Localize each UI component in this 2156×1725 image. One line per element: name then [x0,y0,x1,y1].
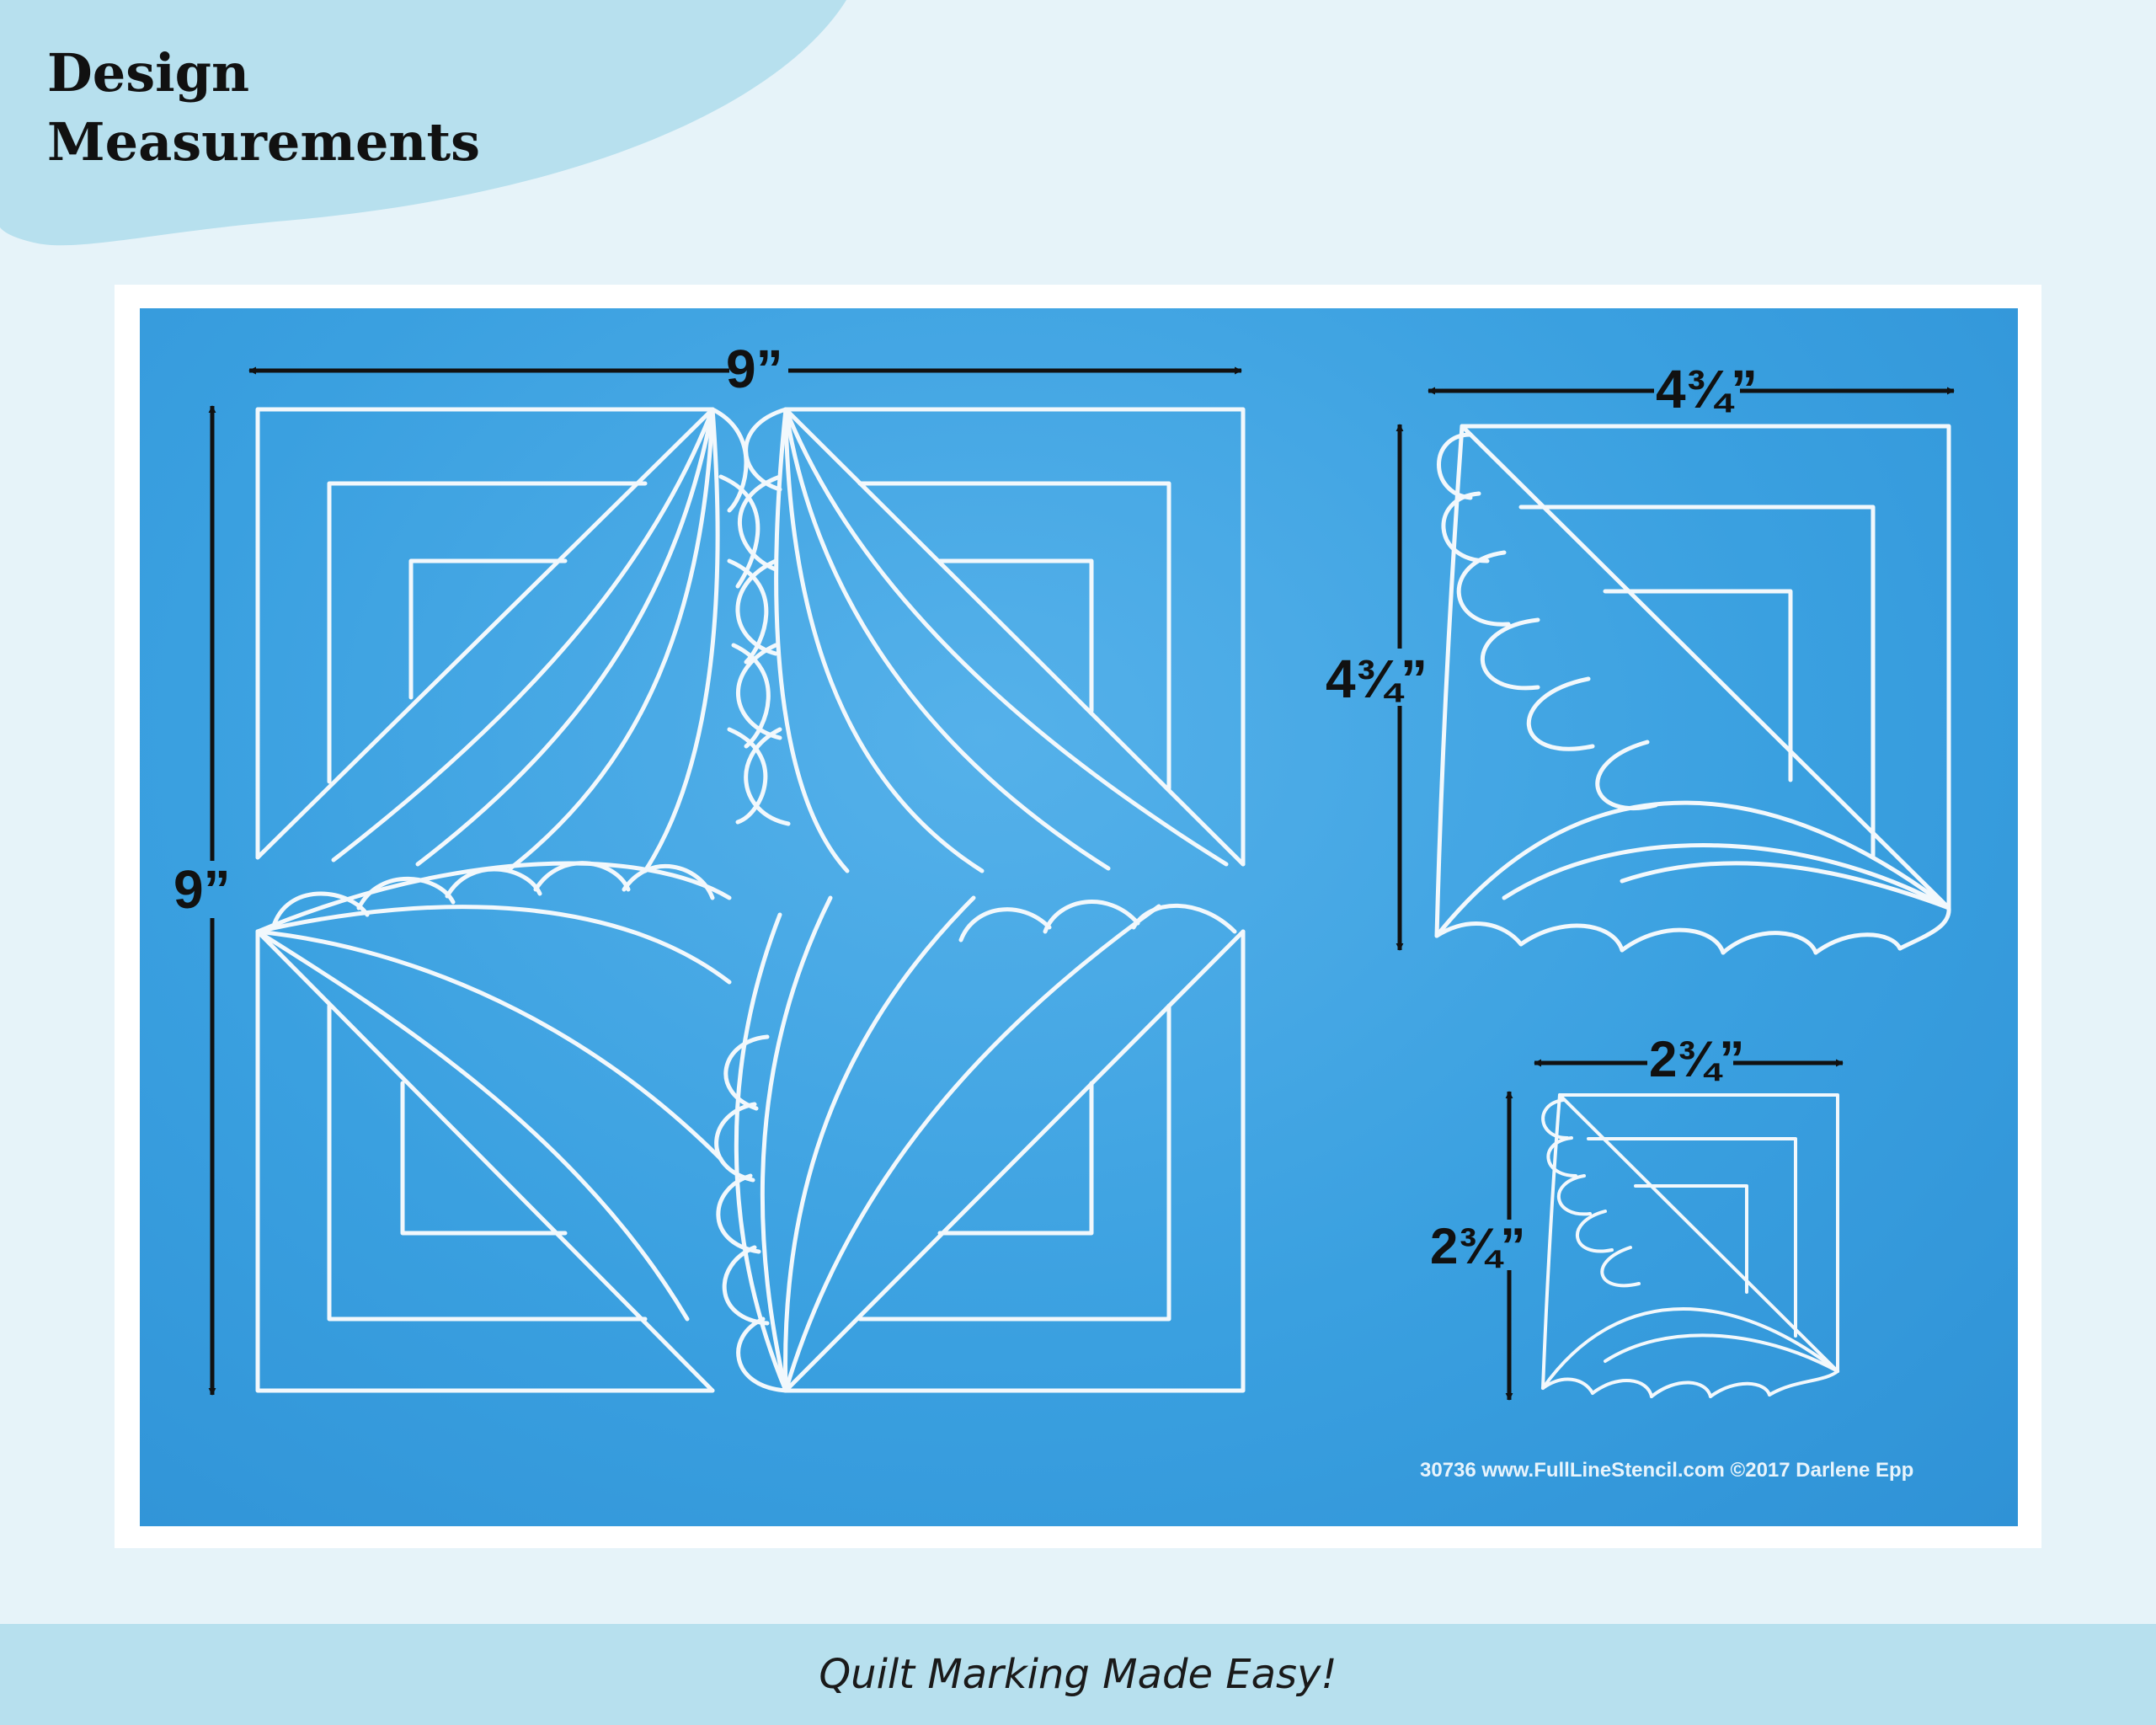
dimension-arrows [208,366,1955,1401]
medium-width-label: 4¾” [1656,359,1758,419]
small-design [1541,1093,1839,1398]
page-title: Design Measurements [47,39,480,177]
copyright-text: 30736 www.FullLineStencil.com ©2017 Darl… [1420,1459,1914,1482]
stencil-drawing [208,366,1955,1401]
small-height-label: 2¾” [1430,1218,1526,1274]
title-line-1: Design [47,42,250,104]
medium-design [1434,424,1951,955]
large-width-label: 9” [726,339,783,399]
footer-band: Quilt Marking Made Easy! [0,1624,2156,1725]
large-design [255,407,1246,1393]
small-width-label: 2¾” [1649,1031,1745,1087]
header-blob [0,0,846,246]
stencil-photo: 9” 9” 4¾” 4¾” 2¾” 2¾” 30736 www.FullLine… [140,308,2018,1526]
footer-tagline: Quilt Marking Made Easy! [819,1651,1337,1698]
medium-height-label: 4¾” [1326,649,1428,709]
title-line-2: Measurements [47,111,481,173]
large-height-label: 9” [173,859,231,920]
